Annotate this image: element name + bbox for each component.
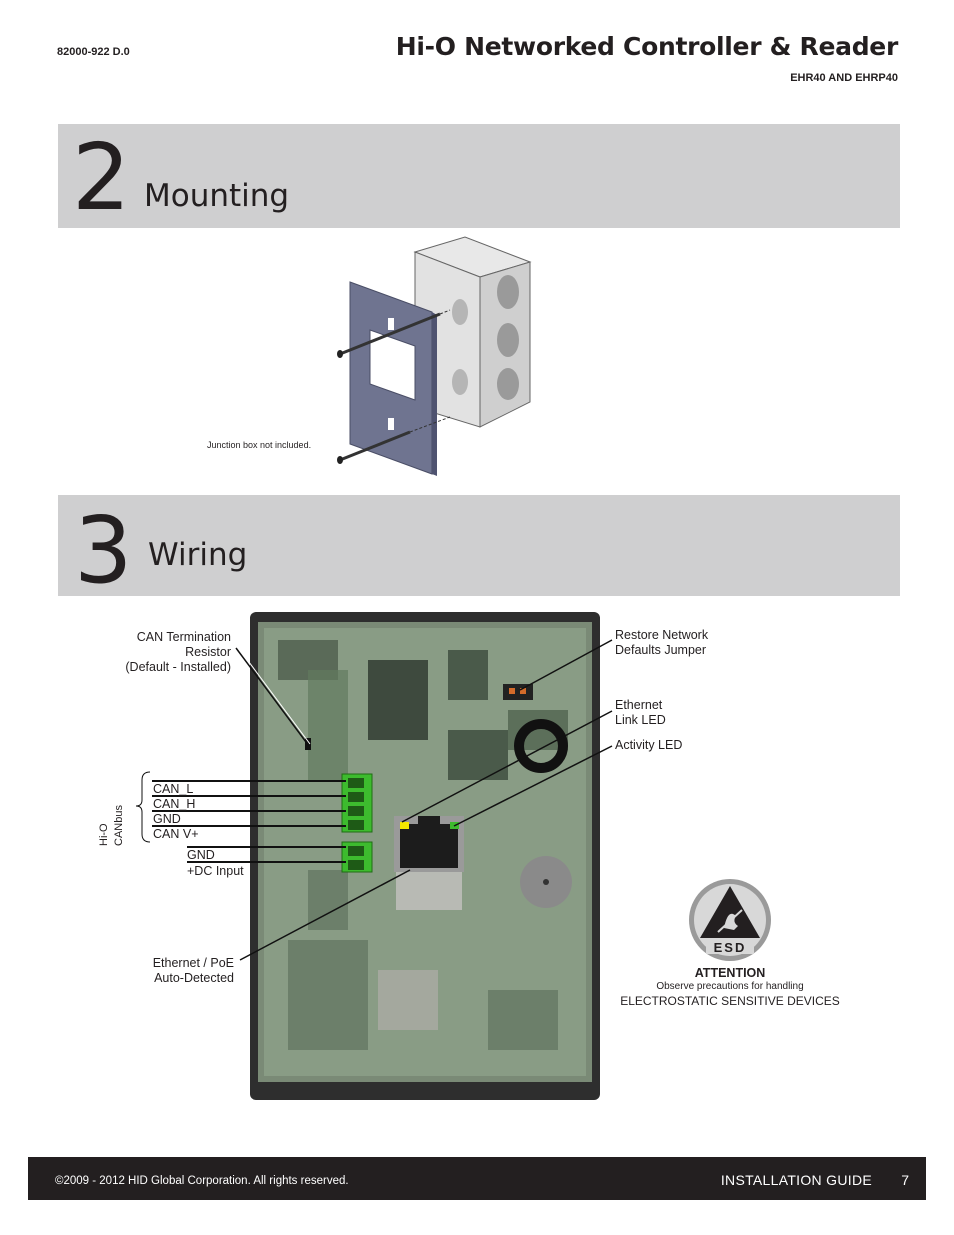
terminal-block-icon — [341, 773, 373, 873]
screw-icon — [337, 309, 451, 464]
page-footer: ©2009 - 2012 HID Global Corporation. All… — [28, 1157, 926, 1200]
section-title: Mounting — [144, 178, 290, 214]
mounting-illustration — [337, 236, 532, 476]
restore-network-label: Restore Network Defaults Jumper — [615, 628, 709, 657]
section-number: 2 — [72, 124, 131, 231]
can-vplus-label: CAN V+ — [153, 827, 199, 841]
dc-input-label: +DC Input — [187, 864, 244, 878]
controller-board-illustration — [250, 612, 600, 1100]
attention-devices: ELECTROSTATIC SENSITIVE DEVICES — [620, 994, 840, 1008]
mounting-note: Junction box not included. — [207, 440, 312, 450]
copyright: ©2009 - 2012 HID Global Corporation. All… — [55, 1175, 349, 1187]
activity-led-label: Activity LED — [615, 738, 683, 752]
can-l-label: CAN_L — [153, 782, 194, 796]
guide-label: INSTALLATION GUIDE — [720, 1172, 872, 1188]
section-mounting-header: 2 Mounting — [58, 124, 900, 228]
wiring-leader-lines — [135, 639, 613, 961]
canbus-group-label: Hi-O CANbus — [98, 805, 125, 846]
section-wiring-header: 3 Wiring — [58, 495, 900, 604]
attention-precaution: Observe precautions for handling — [656, 981, 804, 992]
doc-number: 82000-922 D.0 — [57, 46, 130, 58]
doc-models: EHR40 AND EHRP40 — [790, 72, 898, 84]
junction-box-icon — [413, 236, 532, 428]
esd-attention-block: ATTENTION Observe precautions for handli… — [610, 966, 850, 1008]
section-title: Wiring — [148, 537, 248, 573]
section-number: 3 — [74, 497, 133, 604]
mounting-plate-icon — [349, 281, 437, 476]
esd-icon-text: ESD — [714, 940, 747, 955]
doc-title: Hi-O Networked Controller & Reader — [395, 32, 899, 61]
ethernet-poe-label: Ethernet / PoE Auto-Detected — [152, 956, 234, 985]
gnd-can-label: GND — [153, 812, 181, 826]
attention-heading: ATTENTION — [694, 966, 766, 980]
ethernet-link-led-label: Ethernet Link LED — [615, 698, 666, 727]
can-h-label: CAN_H — [153, 797, 196, 811]
can-termination-label: CAN Termination Resistor (Default - Inst… — [125, 630, 231, 674]
esd-warning-icon: ESD — [689, 879, 771, 961]
page-number: 7 — [901, 1172, 909, 1188]
gnd-dc-label: GND — [187, 848, 215, 862]
